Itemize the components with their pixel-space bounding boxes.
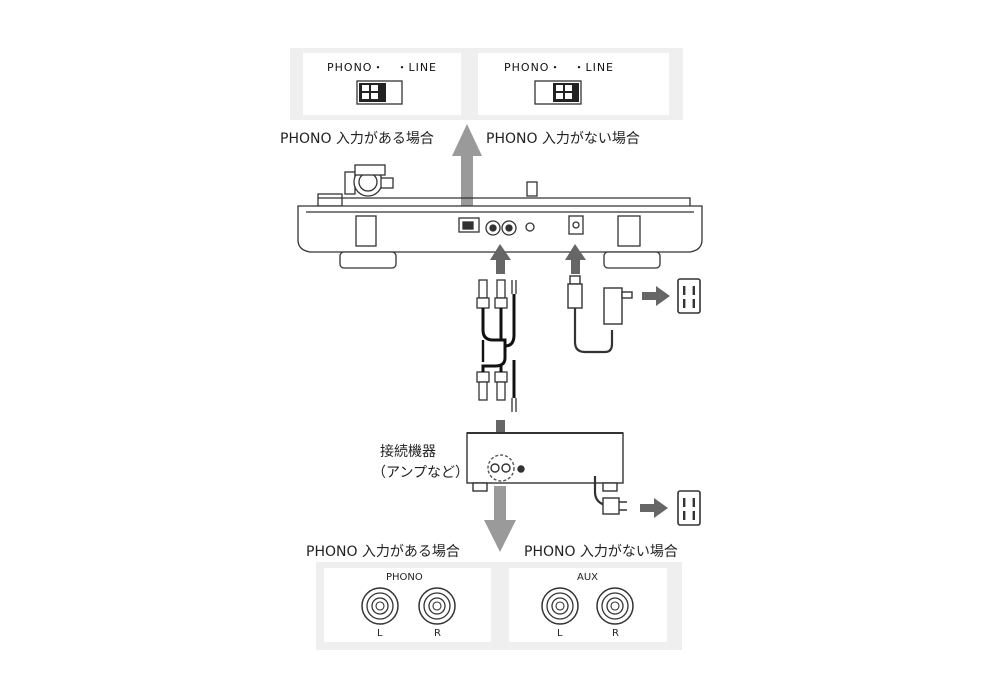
input-card-aux: [509, 568, 667, 642]
wall-outlet-icon: [677, 278, 701, 314]
input-caption-aux: PHONO 入力がない場合: [524, 544, 678, 560]
turntable-icon: [297, 164, 703, 269]
rca-cable-wires: [481, 294, 516, 398]
device-name-line1: 接続機器: [380, 444, 436, 460]
aux-header: AUX: [577, 572, 599, 583]
switch-card-line: PHONO・ ・LINE: [478, 53, 669, 115]
arrow-amp-outlet-icon: [640, 498, 668, 518]
arrow-up-icon: [452, 124, 482, 208]
switch-label-line: PHONO・ ・LINE: [504, 61, 615, 74]
arrow-adapter-outlet-icon: [642, 286, 670, 306]
switch-card-phono: PHONO・ ・LINE: [303, 53, 461, 115]
phono-left-label: L: [377, 628, 383, 639]
aux-left-label: L: [557, 628, 563, 639]
input-card-phono: [324, 568, 491, 642]
amplifier-icon: [466, 432, 624, 492]
switch-caption-phono: PHONO 入力がある場合: [280, 131, 434, 147]
phono-header: PHONO: [386, 572, 423, 583]
arrow-down-icon: [484, 486, 516, 552]
arrow-dc-up-icon: [565, 244, 586, 274]
aux-right-label: R: [612, 628, 619, 639]
phono-right-label: R: [434, 628, 441, 639]
input-caption-phono: PHONO 入力がある場合: [306, 544, 460, 560]
device-name-line2: （アンプなど）: [372, 465, 470, 481]
ac-adapter-icon: [567, 275, 633, 354]
rca-cable-icon: [476, 279, 517, 412]
arrow-rca-up-icon: [490, 244, 511, 274]
switch-caption-line: PHONO 入力がない場合: [486, 131, 640, 147]
arrow-rca-down-icon: [490, 420, 511, 448]
wall-outlet-icon: [677, 490, 701, 526]
switch-label-phono: PHONO・ ・LINE: [327, 61, 438, 74]
amp-power-cord-icon: [593, 476, 627, 515]
